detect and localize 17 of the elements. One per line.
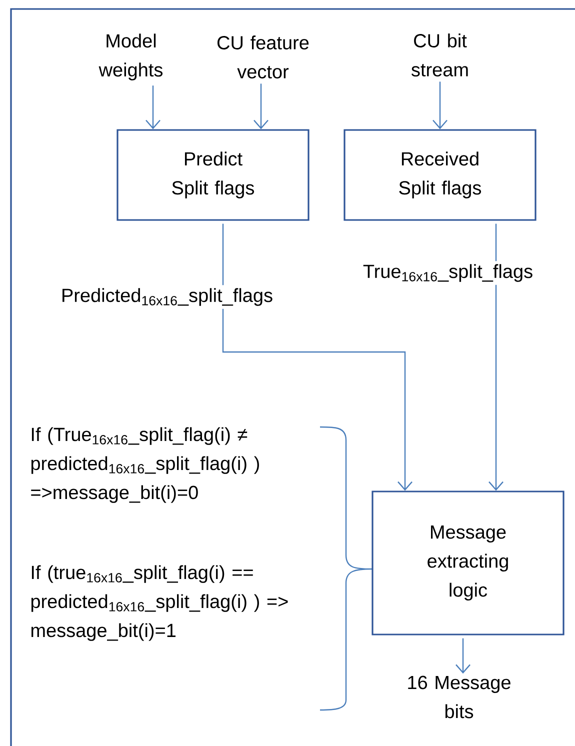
input-label: Model weights	[98, 34, 163, 80]
arrow	[254, 84, 268, 130]
edge-label: Predicted$_{16x16}$_split_flags	[62, 288, 272, 306]
edge-label: True$_{16x16}$_split_flags	[363, 264, 532, 282]
rule-text: If (true$_{16x16}$_split_flag(i) == predicted$_{16x16}$_split_flag(i) ) => message_bit(i)=1	[31, 565, 288, 641]
input-label: CU feature vector	[218, 36, 309, 78]
process-box: Received Split flags	[344, 129, 536, 221]
arrow	[222, 224, 412, 491]
arrow	[432, 82, 448, 130]
arrow	[488, 224, 504, 491]
arrow	[146, 86, 160, 130]
process-box: Predict Split flags	[116, 129, 310, 221]
output-label: 16 Message bits	[408, 676, 510, 718]
rule-text: If (True$_{16x16}$_split_flag(i) ≠ predicted$_{16x16}$_split_flag(i) ) =>message_bit(i)=0	[31, 427, 259, 503]
input-label: CU bit stream	[412, 34, 468, 76]
process-box: Message extracting logic	[372, 490, 564, 636]
arrow	[456, 638, 470, 674]
